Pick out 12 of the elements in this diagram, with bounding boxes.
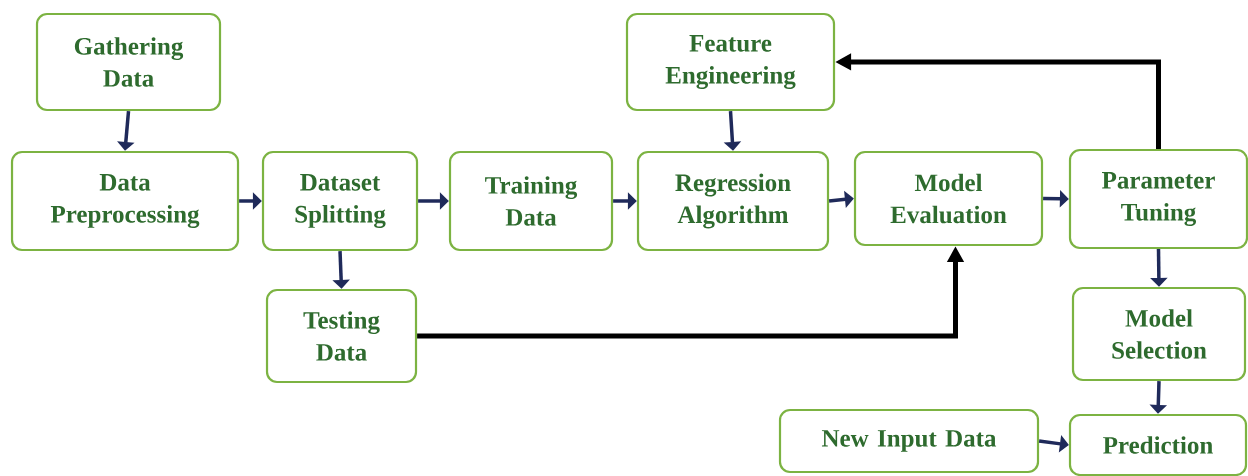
process-box: Gathering Data — [35, 12, 222, 112]
process-box: Model Selection — [1071, 286, 1247, 382]
process-box: Dataset Splitting — [261, 150, 419, 252]
process-box: Feature Engineering — [625, 12, 836, 112]
process-box: Training Data — [448, 150, 614, 252]
process-box: Model Evaluation — [853, 150, 1044, 247]
process-box: Testing Data — [265, 288, 418, 384]
process-box: Prediction — [1068, 413, 1248, 476]
process-box: Regression Algorithm — [636, 150, 830, 252]
process-box: Data Preprocessing — [10, 150, 240, 252]
process-box: New Input Data — [778, 408, 1040, 474]
process-box: Parameter Tuning — [1068, 148, 1248, 250]
